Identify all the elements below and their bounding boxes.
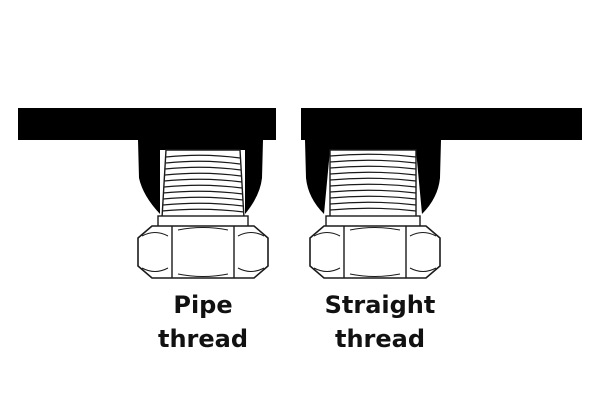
pipe-thread-label-line1: Pipe: [173, 291, 233, 319]
straight-hex-nut: [309, 225, 441, 279]
pipe-thread-label-line2: thread: [157, 325, 249, 353]
pipe-thread-fitting: [18, 108, 276, 279]
pipe-thread-shank: [157, 149, 249, 228]
pipe-housing: [18, 108, 276, 214]
straight-thread-label-line1: Straight: [324, 291, 436, 319]
straight-thread-label-line2: thread: [334, 325, 426, 353]
straight-thread-shank: [325, 149, 421, 228]
pipe-thread-label: Pipe thread: [123, 288, 283, 356]
straight-thread-label: Straight thread: [300, 288, 460, 356]
straight-thread-fitting: [301, 108, 582, 279]
pipe-hex-nut: [137, 225, 269, 279]
straight-housing: [301, 108, 582, 214]
